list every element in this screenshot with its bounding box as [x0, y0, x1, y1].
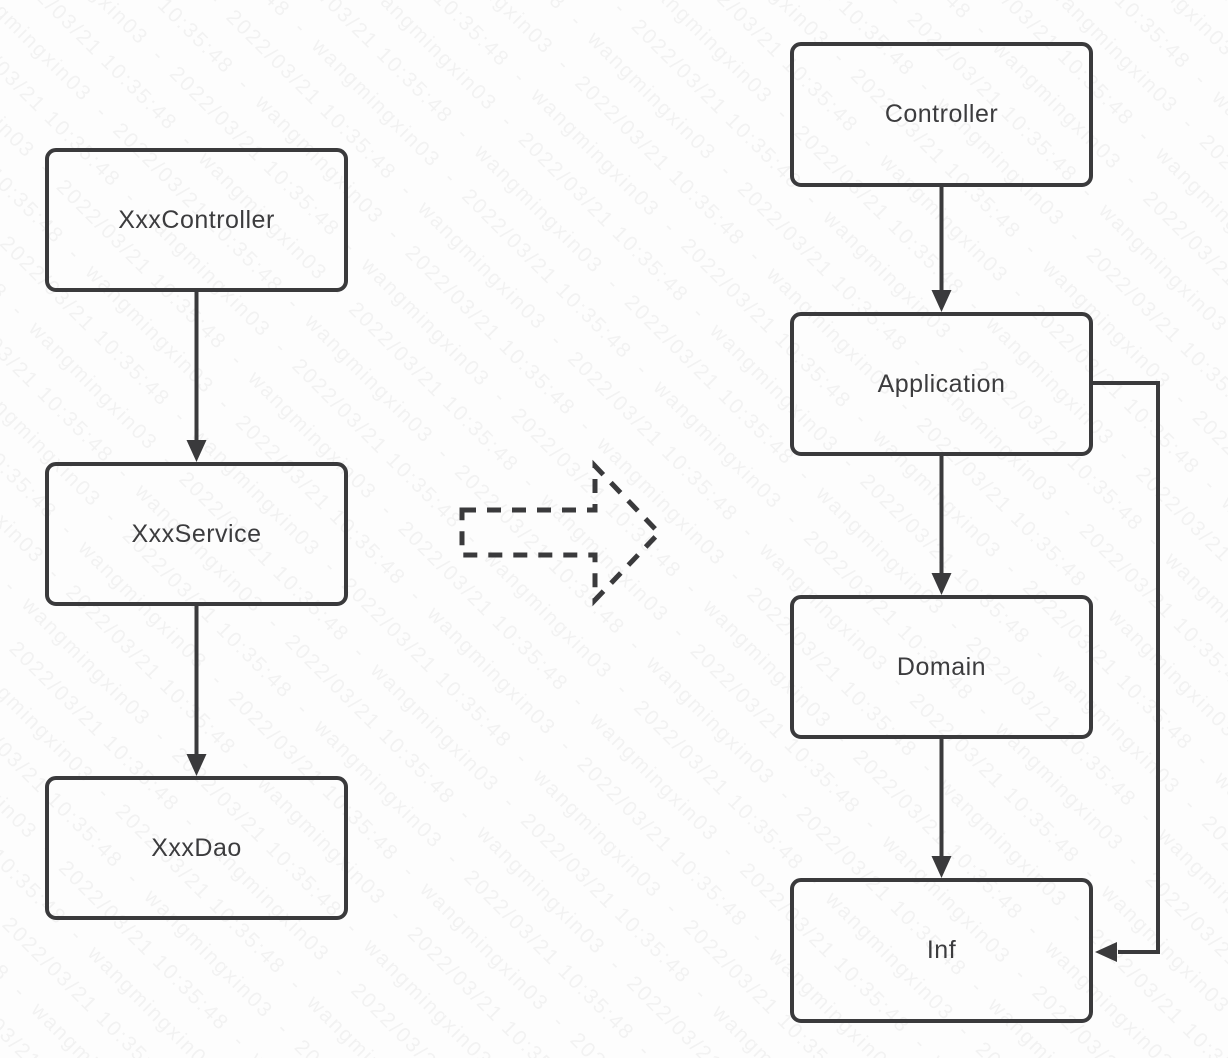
- node-application-label: Application: [877, 369, 1006, 398]
- node-xxx-dao: XxxDao: [45, 776, 348, 920]
- arrowhead-domain-to-inf: [931, 856, 952, 878]
- arrow-application-to-inf-route: [1093, 381, 1160, 954]
- node-domain-label: Domain: [896, 652, 987, 681]
- node-inf: Inf: [790, 878, 1093, 1023]
- node-controller-label: Controller: [884, 100, 999, 128]
- arrowhead-application-to-domain: [931, 573, 952, 595]
- node-controller: Controller: [790, 42, 1093, 187]
- node-domain: Domain: [790, 595, 1093, 739]
- arrowhead-application-to-inf: [1095, 942, 1117, 962]
- arrowhead-xxxservice-to-xxxdao: [186, 754, 207, 776]
- node-inf-label: Inf: [926, 936, 957, 964]
- node-xxx-service-label: XxxService: [131, 519, 262, 548]
- arrowhead-controller-to-application: [931, 290, 952, 312]
- node-xxx-controller: XxxController: [45, 148, 348, 292]
- node-xxx-service: XxxService: [45, 462, 348, 606]
- node-xxx-dao-label: XxxDao: [151, 833, 242, 862]
- dashed-transform-arrow: [459, 459, 663, 607]
- node-xxx-controller-label: XxxController: [118, 205, 275, 234]
- arrowhead-xxxcontroller-to-xxxservice: [186, 440, 207, 462]
- node-application: Application: [790, 312, 1093, 456]
